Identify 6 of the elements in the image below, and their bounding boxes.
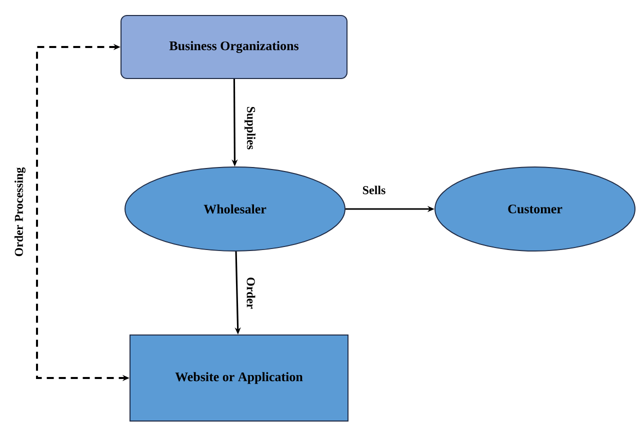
edge-label: Order bbox=[246, 276, 256, 310]
edge-label: Order Processing bbox=[14, 166, 26, 258]
edge-label: Sells bbox=[361, 184, 387, 196]
edge-label: Supplies bbox=[244, 105, 256, 151]
process-box: Business Organizations bbox=[120, 15, 348, 79]
process-box: Website or Application bbox=[130, 334, 348, 422]
